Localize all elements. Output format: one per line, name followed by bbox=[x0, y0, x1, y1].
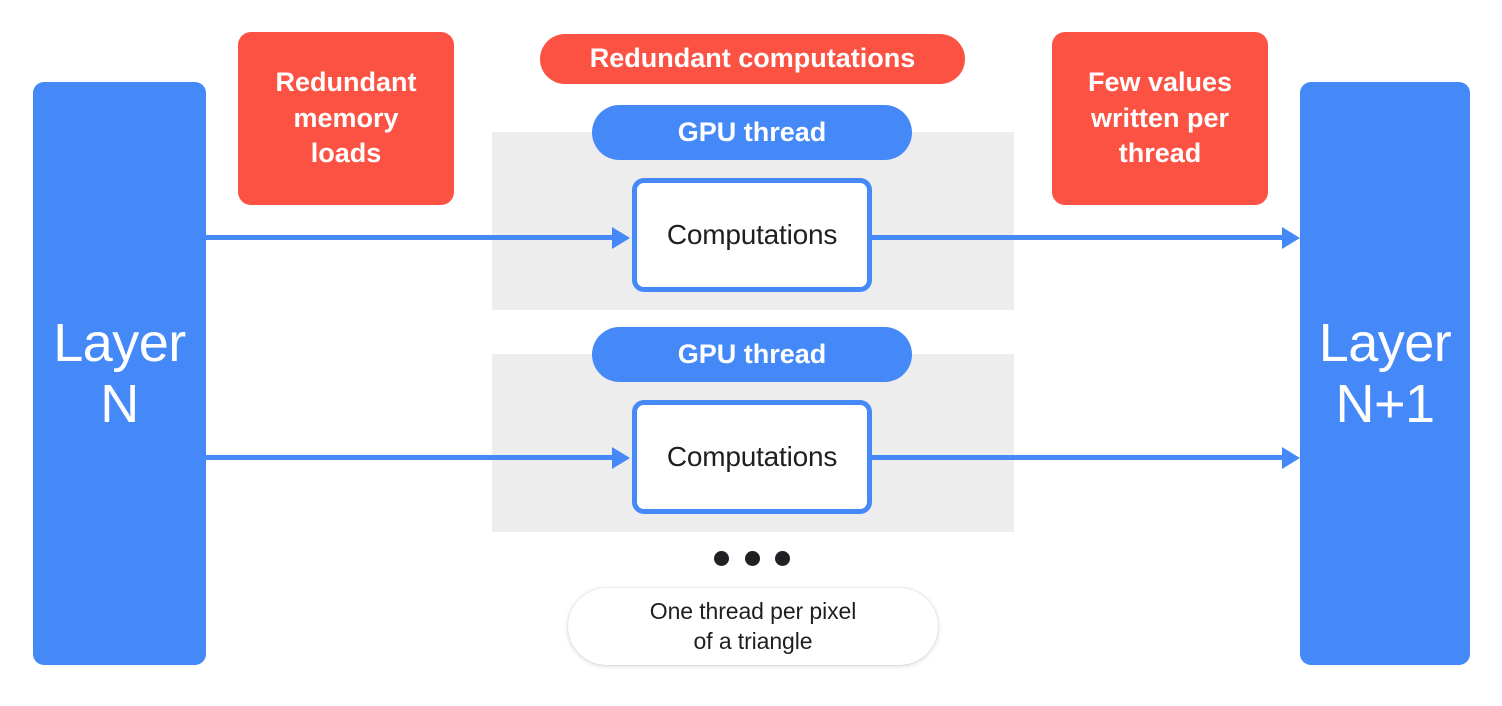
gpu-thread-pill-2-label: GPU thread bbox=[677, 339, 827, 369]
computations-box-1-label: Computations bbox=[666, 219, 838, 250]
layer-n-block: Layer N bbox=[33, 82, 206, 665]
callout-redundant-memory-loads-label: Redundant memory loads bbox=[275, 67, 417, 169]
caption-pill-label: One thread per pixel of a triangle bbox=[649, 598, 857, 654]
ellipsis-dot bbox=[744, 550, 760, 566]
layer-n-plus-1-block: Layer N+1 bbox=[1300, 82, 1470, 665]
computations-box-2-label: Computations bbox=[666, 441, 838, 472]
callout-redundant-memory-loads: Redundant memory loads bbox=[238, 32, 454, 205]
computations-box-1: Computations bbox=[632, 178, 872, 292]
callout-few-values-written-per-thread-label: Few values written per thread bbox=[1087, 67, 1233, 169]
callout-redundant-computations-label: Redundant computations bbox=[589, 43, 916, 74]
callout-redundant-computations: Redundant computations bbox=[540, 34, 965, 84]
layer-n-plus-1-label: Layer N+1 bbox=[1318, 313, 1452, 434]
arrow-head-icon bbox=[1282, 227, 1300, 249]
gpu-thread-pill-1: GPU thread bbox=[592, 105, 912, 160]
ellipsis-dots-icon bbox=[714, 548, 790, 568]
ellipsis-dot bbox=[775, 550, 790, 566]
caption-pill: One thread per pixel of a triangle bbox=[568, 588, 938, 665]
callout-few-values-written-per-thread: Few values written per thread bbox=[1052, 32, 1268, 205]
computations-box-2: Computations bbox=[632, 400, 872, 514]
gpu-thread-pill-2: GPU thread bbox=[592, 327, 912, 382]
layer-n-label: Layer N bbox=[53, 313, 186, 434]
gpu-thread-pill-1-label: GPU thread bbox=[677, 117, 827, 147]
arrow-head-icon bbox=[1282, 447, 1300, 469]
ellipsis-dot bbox=[714, 550, 729, 566]
